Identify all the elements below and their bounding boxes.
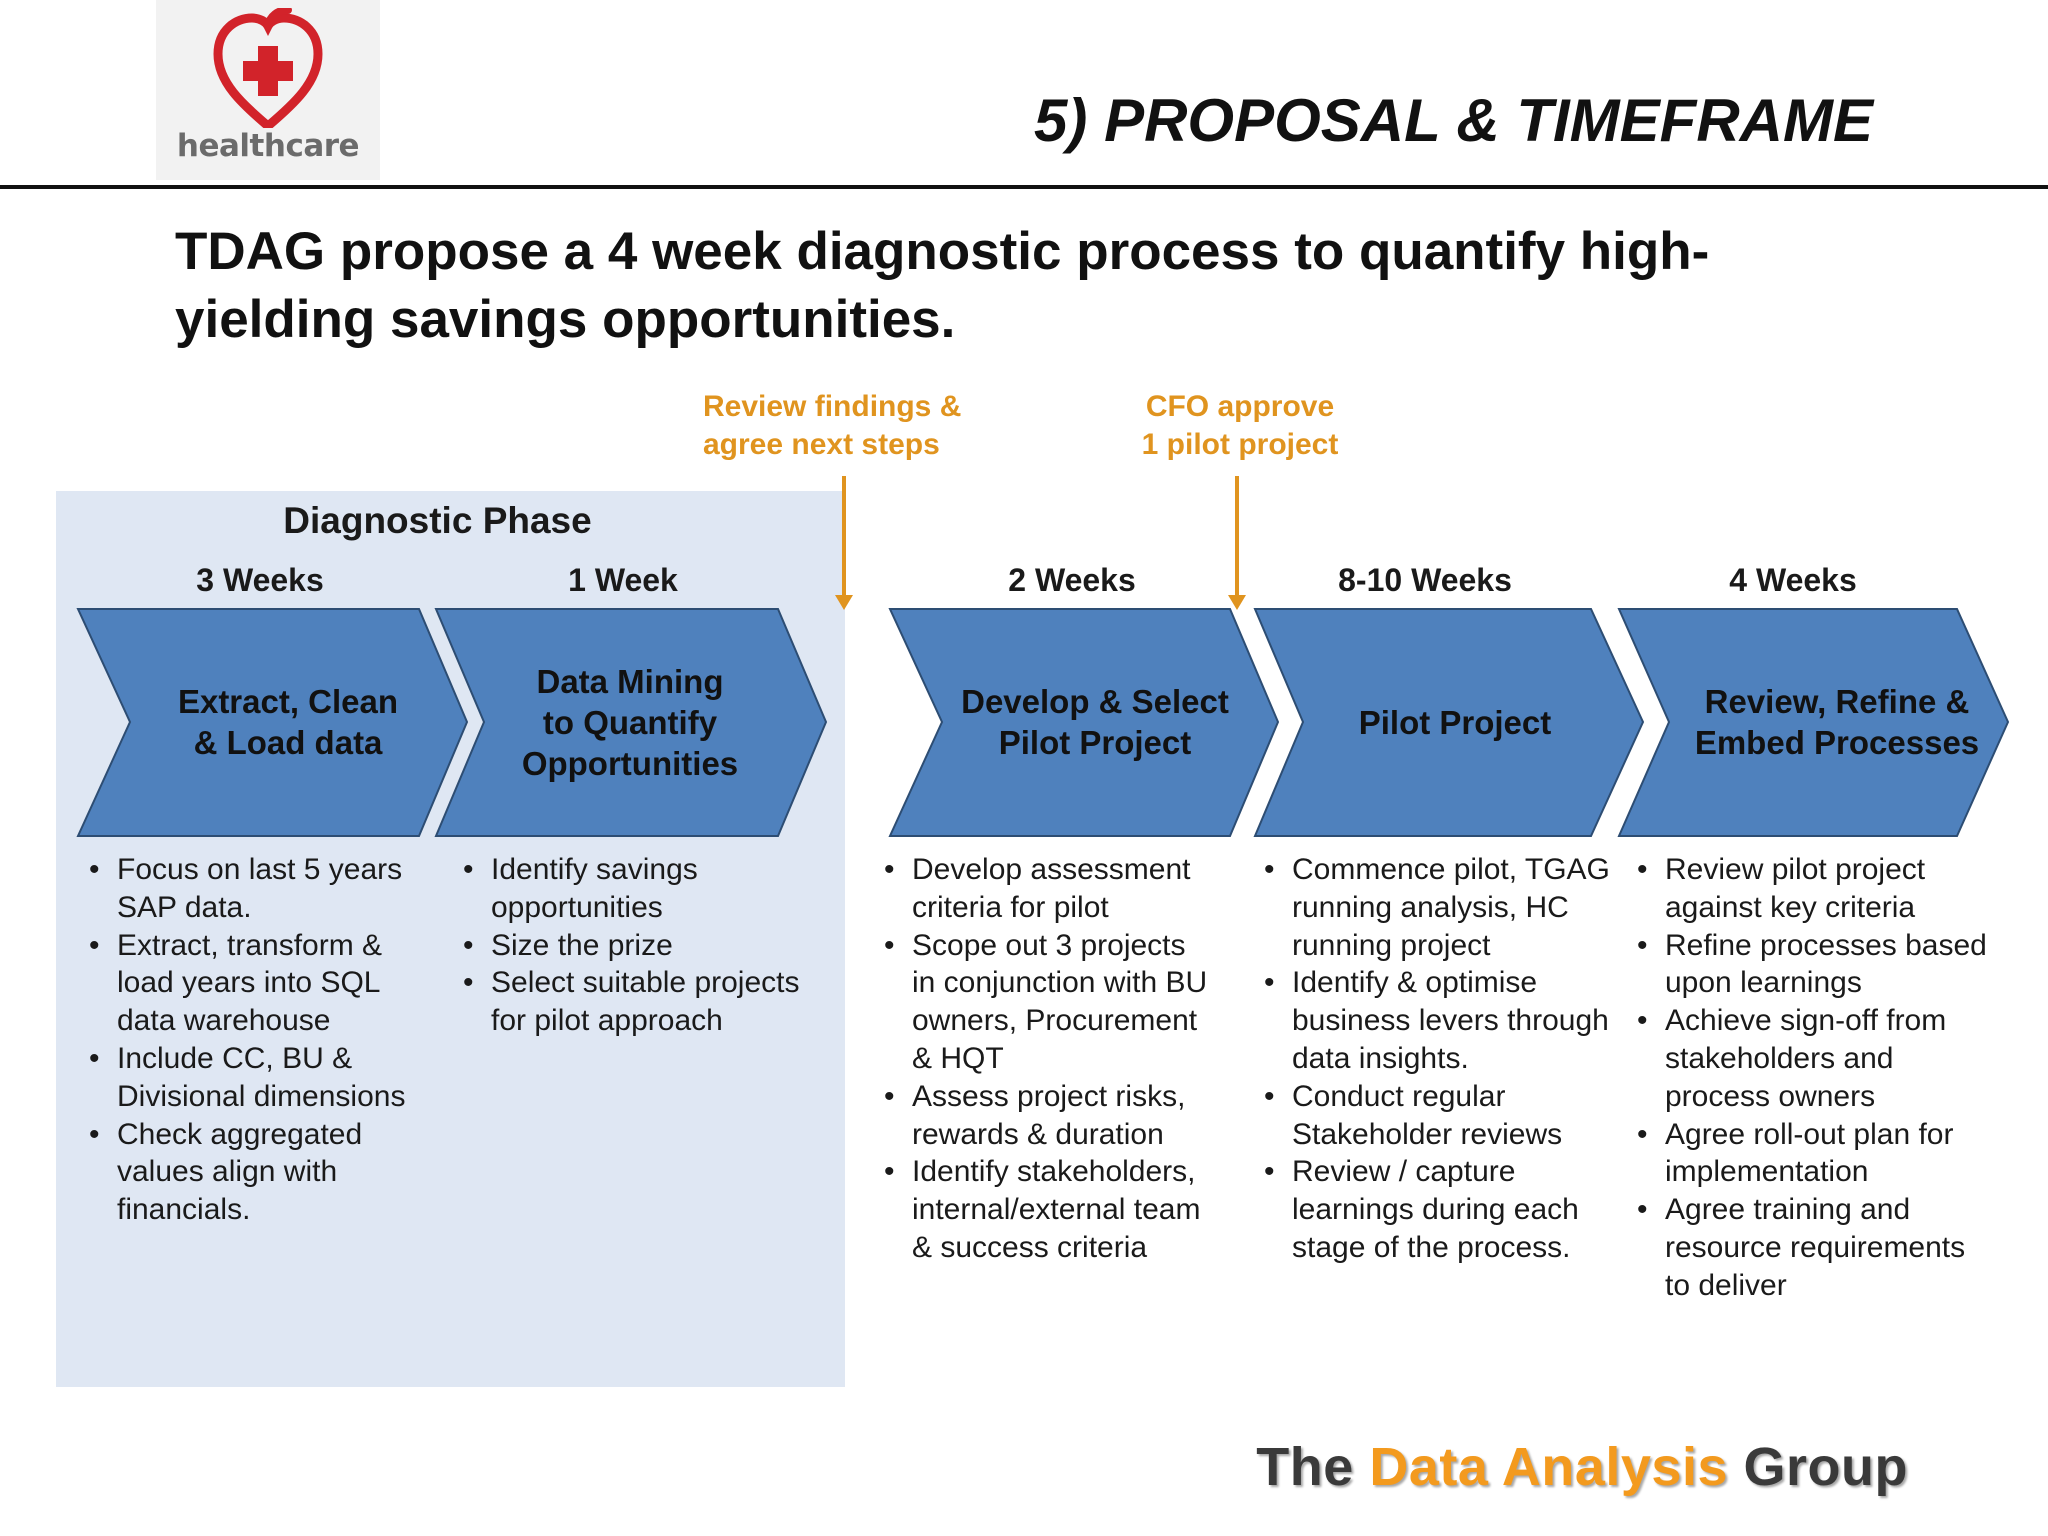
chevron-label-line: to Quantify xyxy=(542,703,718,741)
milestone-arrow-head xyxy=(835,595,853,610)
bullet-item: Extract, transform & load years into SQL… xyxy=(80,927,435,1040)
chevron-label-line: Pilot Project xyxy=(1358,703,1552,741)
bullet-item: Commence pilot, TGAG running analysis, H… xyxy=(1255,851,1615,964)
chevron-label-line: Review, Refine & xyxy=(1704,683,1970,720)
chevron-label: Extract, Clean & Load data xyxy=(148,607,428,837)
heart-cross-icon xyxy=(213,8,323,128)
milestone-arrow-line xyxy=(1235,476,1239,596)
bullet-item: Select suitable projects for pilot appro… xyxy=(454,964,824,1040)
phase-duration: 3 Weeks xyxy=(196,562,324,598)
chevron-label-line: & Load data xyxy=(193,724,383,761)
chevron-label: Review, Refine & Embed Processes xyxy=(1672,607,2002,837)
phase-bullets-data-mining: Identify savings opportunities Size the … xyxy=(454,851,824,1040)
milestone-line: 1 pilot project xyxy=(1141,428,1339,461)
bullet-item: Achieve sign-off from stakeholders and p… xyxy=(1628,1002,1988,1115)
bullet-item: Refine processes based upon learnings xyxy=(1628,927,1988,1003)
milestone-line: Review findings & xyxy=(703,390,962,423)
milestone-cfo-approve: CFO approve 1 pilot project xyxy=(1130,388,1350,464)
bullet-item: Focus on last 5 years SAP data. xyxy=(80,851,435,927)
bullet-item: Develop assessment criteria for pilot xyxy=(875,851,1215,927)
chevron-label-line: Develop & Select xyxy=(961,683,1229,720)
bullet-item: Review pilot project against key criteri… xyxy=(1628,851,1988,927)
bullet-item: Review / capture learnings during each s… xyxy=(1255,1153,1615,1266)
chevron-pilot-project xyxy=(1253,608,1645,837)
phase-duration: 4 Weeks xyxy=(1729,562,1857,598)
chevron-label-line: Data Mining xyxy=(536,662,724,700)
bullet-item: Agree roll-out plan for implementation xyxy=(1628,1116,1988,1192)
milestone-review-findings: Review findings & agree next steps xyxy=(703,388,961,464)
chevron-label-line: Pilot Project xyxy=(998,724,1192,761)
bullet-item: Identify savings opportunities xyxy=(454,851,824,927)
bullet-item: Include CC, BU & Divisional dimensions xyxy=(80,1040,435,1116)
chevron-develop-select xyxy=(888,608,1280,837)
chevron-label-line: Embed Processes xyxy=(1694,724,1980,761)
bullet-item: Assess project risks, rewards & duration xyxy=(875,1078,1215,1154)
bullet-item: Scope out 3 projects in conjunction with… xyxy=(875,927,1215,1078)
brand-text-group: Group xyxy=(1743,1437,1908,1497)
chevron-label: Pilot Project xyxy=(1310,607,1600,837)
chevron-label-line: Opportunities xyxy=(521,744,739,782)
brand-text-data-analysis: Data Analysis xyxy=(1369,1437,1728,1497)
phase-duration: 1 Week xyxy=(568,562,678,598)
headline: TDAG propose a 4 week diagnostic process… xyxy=(175,222,1710,349)
bullet-item: Identify & optimise business levers thro… xyxy=(1255,964,1615,1077)
logo-text: healthcare xyxy=(176,128,360,164)
phase-duration: 2 Weeks xyxy=(1008,562,1136,598)
milestone-line: agree next steps xyxy=(703,428,940,461)
milestone-arrow-line xyxy=(842,476,846,596)
brand-text-the: The xyxy=(1256,1437,1354,1497)
diagnostic-phase-title: Diagnostic Phase xyxy=(283,500,592,541)
chevron-extract-clean-load xyxy=(76,608,469,837)
bullet-item: Size the prize xyxy=(454,927,824,965)
bullet-item: Agree training and resource requirements… xyxy=(1628,1191,1988,1304)
phase-duration: 8-10 Weeks xyxy=(1338,562,1512,598)
bullet-item: Identify stakeholders, internal/external… xyxy=(875,1153,1215,1266)
phase-bullets-extract: Focus on last 5 years SAP data. Extract,… xyxy=(80,851,435,1229)
phase-bullets-review: Review pilot project against key criteri… xyxy=(1628,851,1988,1305)
healthcare-logo: healthcare xyxy=(156,0,380,180)
bullet-item: Check aggregated values align with finan… xyxy=(80,1116,435,1229)
chevron-data-mining xyxy=(434,608,828,837)
chevron-label: Data Mining to Quantify Opportunities xyxy=(490,607,770,837)
chevron-label-line: Extract, Clean xyxy=(177,683,399,720)
milestone-arrow-head xyxy=(1228,595,1246,610)
chevron-label: Develop & Select Pilot Project xyxy=(945,607,1245,837)
milestone-line: CFO approve xyxy=(1145,390,1335,423)
slide-title: 5) PROPOSAL & TIMEFRAME xyxy=(1034,87,1873,154)
header-divider xyxy=(0,185,2048,189)
tdag-brand-logo: The Data Analysis Group xyxy=(1256,1436,1908,1498)
chevron-review-refine xyxy=(1617,608,2010,837)
phase-bullets-develop: Develop assessment criteria for pilot Sc… xyxy=(875,851,1215,1267)
phase-bullets-pilot: Commence pilot, TGAG running analysis, H… xyxy=(1255,851,1615,1267)
bullet-item: Conduct regular Stakeholder reviews xyxy=(1255,1078,1615,1154)
